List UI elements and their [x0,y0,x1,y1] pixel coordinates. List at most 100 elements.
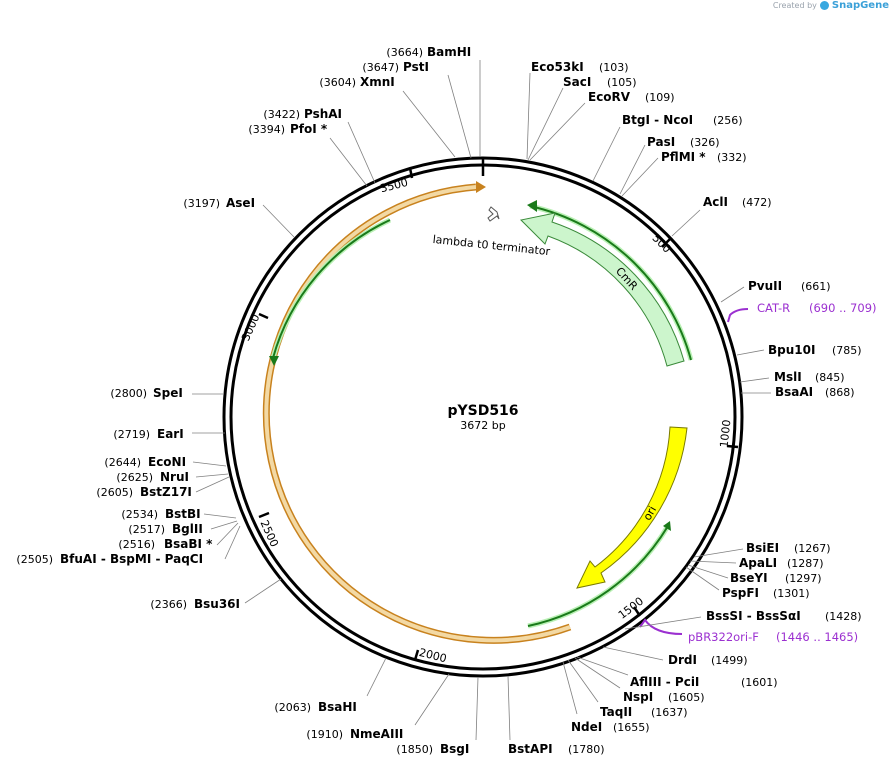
site-xmni-pos: (3604) [319,76,356,89]
tick-label-1500: 1500 [616,595,646,622]
plasmid-name: pYSD516 [447,403,518,419]
leader-nspi [574,657,621,689]
primer-cat-r-mark [727,308,749,323]
site-eco53ki-pos: (103) [599,61,629,74]
leader-psti [447,74,472,159]
leader-nrui [195,473,229,478]
site-pspfi-name: PspFI [722,586,759,600]
leader-bfuai [224,525,241,560]
leader-bstz17i [195,476,230,493]
site-bsgi-name: BsgI [440,742,469,756]
site-apali-name: ApaLI [739,556,777,570]
leader-asei [262,204,295,238]
site-bfuai-pos: (2505) [16,553,53,566]
site-spei-pos: (2800) [110,387,147,400]
leader-nmeaiii [414,673,450,726]
plasmid-length: 3672 bp [460,419,505,432]
site-nrui-pos: (2625) [116,471,153,484]
tick-label-1000: 1000 [718,419,734,448]
orf-arc-arrowhead [476,181,486,193]
site-leader-lines [192,60,771,741]
site-bstz17i-pos: (2605) [96,486,133,499]
site-psti-name: PstI [403,60,429,74]
site-bseyi-pos: (1297) [785,572,822,585]
site-pasi-name: PasI [647,135,675,149]
site-bsgi-pos: (1850) [396,743,433,756]
site-eco53ki-name: Eco53kI [531,60,584,74]
tick-mark-3500 [408,167,414,179]
site-bsssi-pos: (1428) [825,610,862,623]
site-acli-pos: (472) [742,196,772,209]
leader-econi [192,461,227,467]
leader-bsahi [366,657,387,697]
site-bsahi-pos: (2063) [274,701,311,714]
leader-bstbi [203,513,237,519]
site-bamhi-name: BamHI [427,45,471,59]
site-pfoi-name: PfoI * [290,122,328,136]
site-asei-pos: (3197) [183,197,220,210]
site-bseyi-name: BseYI [730,571,768,585]
leader-bsu36i [244,578,282,604]
leader-eco53ki [526,72,531,160]
leader-aflii [576,656,629,676]
orf-arrow-left [272,219,391,359]
site-nspi-name: NspI [623,690,653,704]
terminator-label: lambda t0 terminator [432,233,551,258]
leader-bsssi [624,616,702,630]
tick-label-500: 500 [649,232,673,256]
site-taqii-pos: (1637) [651,706,688,719]
site-btgi-name: BtgI - NcoI [622,113,693,127]
branding-app: SnapGene [831,0,889,11]
leader-apali [689,560,737,564]
primer-pbr322ori-f-name: pBR322ori-F [688,630,759,644]
site-bsiei-pos: (1267) [794,542,831,555]
site-bsabi-name: BsaBI * [164,537,213,551]
terminator-icon [487,206,500,222]
site-bstapi-pos: (1780) [568,743,605,756]
site-pspfi-pos: (1301) [773,587,810,600]
leader-acli [671,209,701,237]
site-eari-pos: (2719) [113,428,150,441]
leader-ndei [562,661,578,715]
site-apali-pos: (1287) [787,557,824,570]
site-ndei-pos: (1655) [613,721,650,734]
site-drdi-pos: (1499) [711,654,748,667]
site-spei-name: SpeI [153,386,183,400]
primer-pbr322ori-f-range: (1446 .. 1465) [776,630,858,644]
site-pflmi-name: PflMI * [661,150,706,164]
site-bsiei-name: BsiEI [746,541,779,555]
leader-bglii [210,520,238,530]
site-bstbi-pos: (2534) [121,508,158,521]
orf-arrow-top-head [527,200,537,212]
primer-cat-r-range: (690 .. 709) [809,301,877,315]
site-bsaai-name: BsaAI [775,385,813,399]
orf-arrow-left-head [269,356,279,366]
site-acli-name: AclI [703,195,728,209]
site-msli-name: MslI [774,370,802,384]
orf-arrow-right-head [663,521,671,531]
site-bsssi-name: BssSI - BssSαI [706,609,801,623]
leader-taqii [567,659,599,703]
site-bstapi-name: BstAPI [508,742,553,756]
site-bsabi-pos: (2516) [118,538,155,551]
site-bsu36i-name: Bsu36I [194,597,240,611]
site-nspi-pos: (1605) [668,691,705,704]
site-bamhi-pos: (3664) [386,46,423,59]
site-asei-name: AseI [226,196,255,210]
branding: Created by SnapGene [773,0,889,11]
site-bglii-pos: (2517) [128,523,165,536]
site-nmeaiii-name: NmeAIII [350,727,403,741]
site-xmni-name: XmnI [360,75,395,89]
site-bpu10i-name: Bpu10I [768,343,815,357]
site-pvuii-pos: (661) [801,280,831,293]
tick-mark-3000 [258,312,269,320]
site-saci-pos: (105) [607,76,637,89]
site-aflii-pos: (1601) [741,676,778,689]
site-bpu10i-pos: (785) [832,344,862,357]
leader-pfoi [329,137,368,187]
leader-bsabi [216,522,239,546]
site-econi-name: EcoNI [148,455,186,469]
site-msli-pos: (845) [815,371,845,384]
site-pshai-pos: (3422) [263,108,300,121]
